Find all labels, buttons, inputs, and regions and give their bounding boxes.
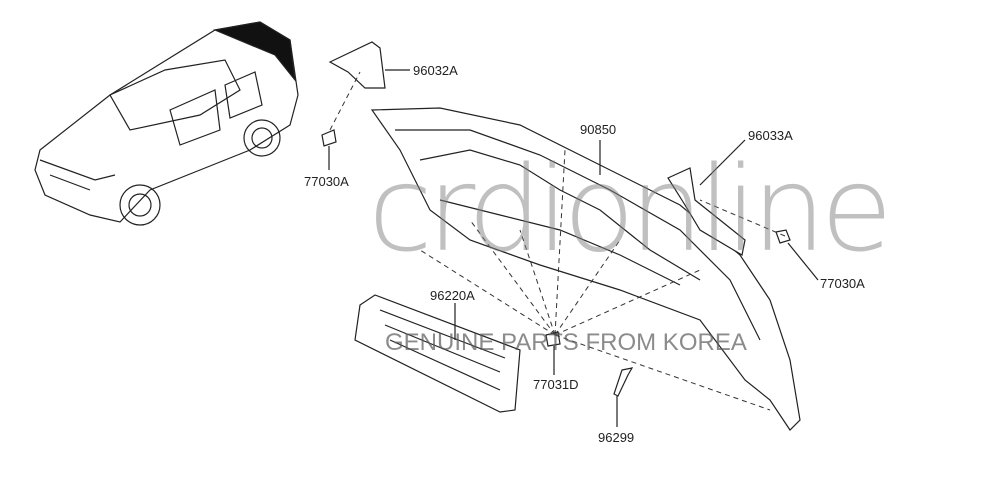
part-label-96299[interactable]: 96299 (598, 430, 635, 445)
part-label-96033a[interactable]: 96033A (748, 128, 793, 143)
part-label-77031d[interactable]: 77031D (533, 377, 579, 392)
part-label-90850[interactable]: 90850 (580, 122, 617, 137)
watermark-brand: crdionline (368, 140, 893, 278)
part-label-77030a-left[interactable]: 77030A (304, 174, 349, 189)
part-label-77030a-right[interactable]: 77030A (820, 276, 865, 291)
part-label-96032a[interactable]: 96032A (413, 63, 458, 78)
watermark-tagline: GENUINE PARTS FROM KOREA (385, 329, 747, 356)
part-label-96220a[interactable]: 96220A (430, 288, 475, 303)
vehicle-illustration (34, 21, 299, 226)
